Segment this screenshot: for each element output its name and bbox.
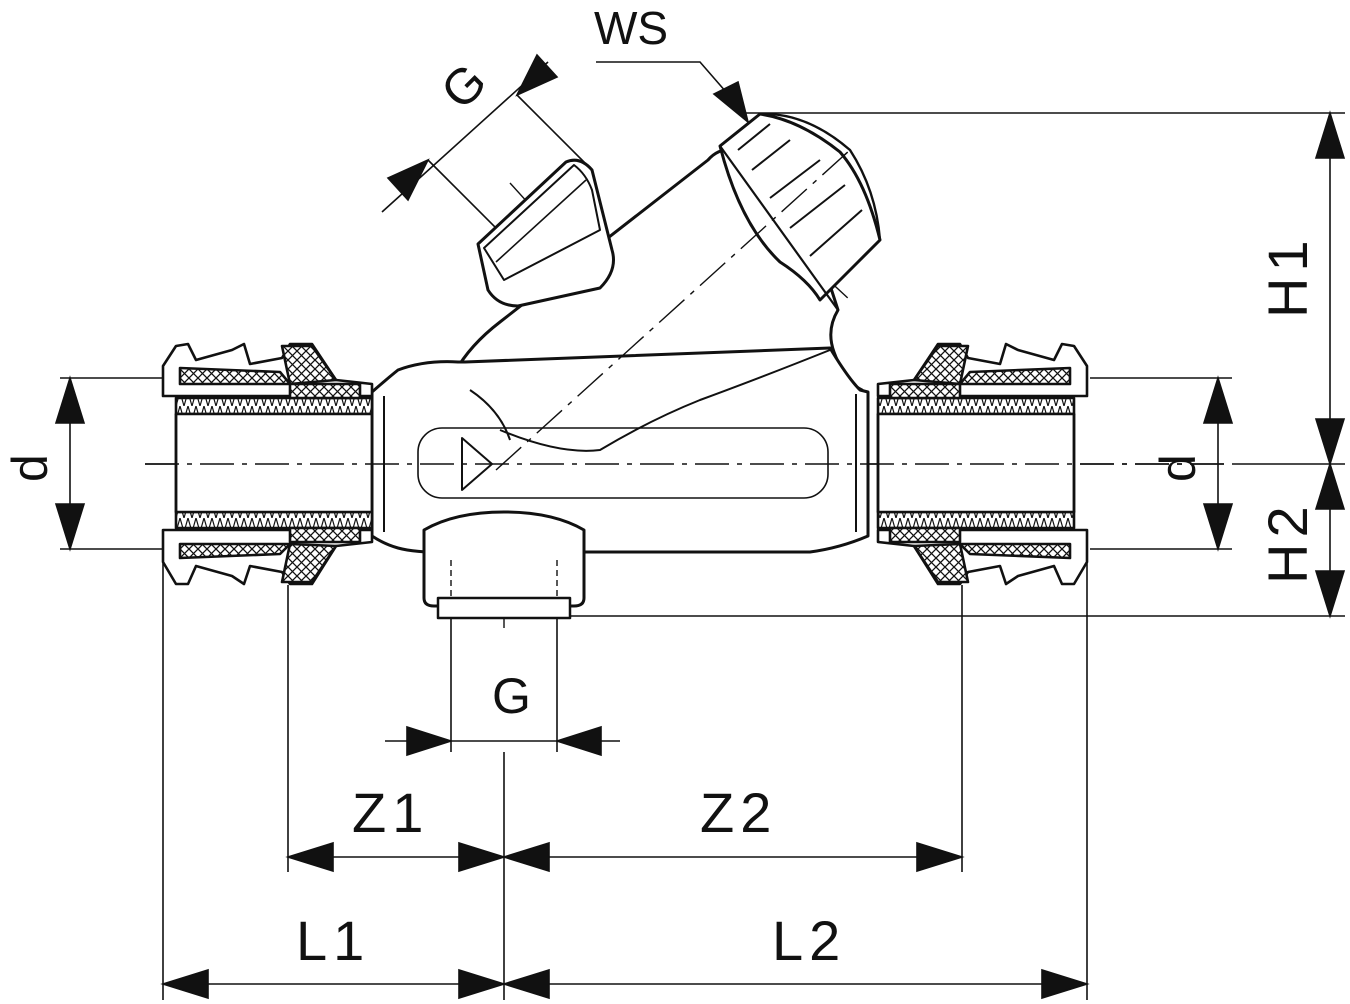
extension-lines xyxy=(60,61,1345,1000)
d-left-label: d xyxy=(2,454,58,482)
right-fitting xyxy=(876,342,1089,586)
g-top-label: G xyxy=(430,53,497,120)
z1-label: Z1 xyxy=(352,781,429,844)
h1-label: H1 xyxy=(1256,234,1319,318)
ws-label: WS xyxy=(594,2,668,54)
l2-label: L2 xyxy=(772,909,846,972)
z2-label: Z2 xyxy=(700,781,777,844)
g-bottom-label: G xyxy=(492,668,531,724)
valve-body xyxy=(370,112,882,620)
dimension-arrows xyxy=(54,53,1346,1000)
strainer-axis-line xyxy=(495,149,851,471)
d-right-label: d xyxy=(1150,454,1206,482)
left-fitting xyxy=(161,342,374,586)
h2-label: H2 xyxy=(1256,500,1319,584)
l1-label: L1 xyxy=(296,909,370,972)
